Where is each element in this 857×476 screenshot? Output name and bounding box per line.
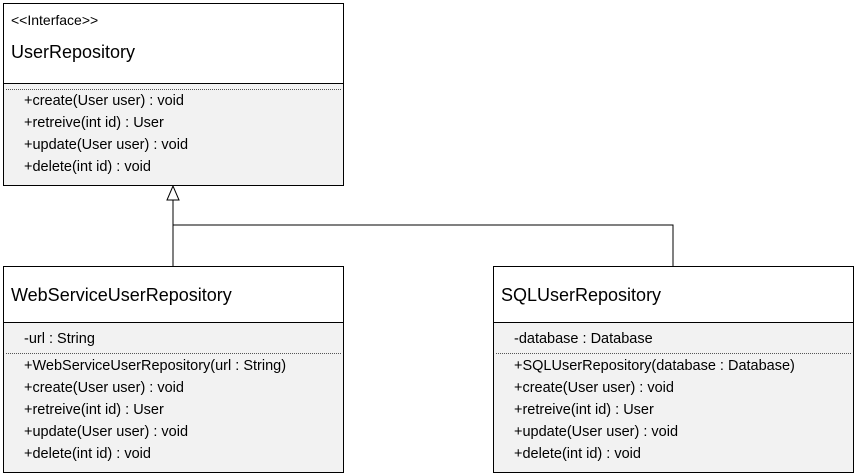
operation-row: +create(User user) : void [24, 380, 184, 396]
section-separator [6, 353, 341, 354]
userrepository-interface-box: <<Interface>> UserRepository +create(Use… [3, 3, 344, 186]
realization-arrowhead [166, 184, 180, 201]
sql-class-box: SQLUserRepository -database : Database +… [493, 266, 854, 473]
interface-stereotype: <<Interface>> [11, 12, 99, 28]
operation-row: +delete(int id) : void [24, 446, 151, 462]
operation-row: +WebServiceUserRepository(url : String) [24, 358, 287, 374]
operation-row: +delete(int id) : void [514, 446, 641, 462]
operation-row: +delete(int id) : void [24, 159, 151, 175]
section-separator [6, 89, 341, 90]
operation-row: +retreive(int id) : User [24, 402, 164, 418]
operation-row: +retreive(int id) : User [24, 115, 164, 131]
operation-row: +retreive(int id) : User [514, 402, 654, 418]
attribute-row: -database : Database [514, 331, 653, 347]
interface-header: <<Interface>> UserRepository [4, 4, 343, 84]
operation-row: +create(User user) : void [24, 93, 184, 109]
operation-row: +update(User user) : void [514, 424, 679, 440]
sql-to-interface-line [173, 224, 674, 266]
operation-row: +SQLUserRepository(database : Database) [514, 358, 795, 374]
sql-header: SQLUserRepository [494, 267, 853, 323]
web-header: WebServiceUserRepository [4, 267, 343, 323]
webservice-class-box: WebServiceUserRepository -url : String +… [3, 266, 344, 473]
interface-name: UserRepository [11, 42, 136, 62]
operation-row: +update(User user) : void [24, 137, 189, 153]
operation-row: +create(User user) : void [514, 380, 674, 396]
sql-class-name: SQLUserRepository [501, 285, 662, 305]
attribute-row: -url : String [24, 331, 95, 347]
web-class-name: WebServiceUserRepository [11, 285, 232, 305]
section-separator [496, 353, 851, 354]
operation-row: +update(User user) : void [24, 424, 189, 440]
